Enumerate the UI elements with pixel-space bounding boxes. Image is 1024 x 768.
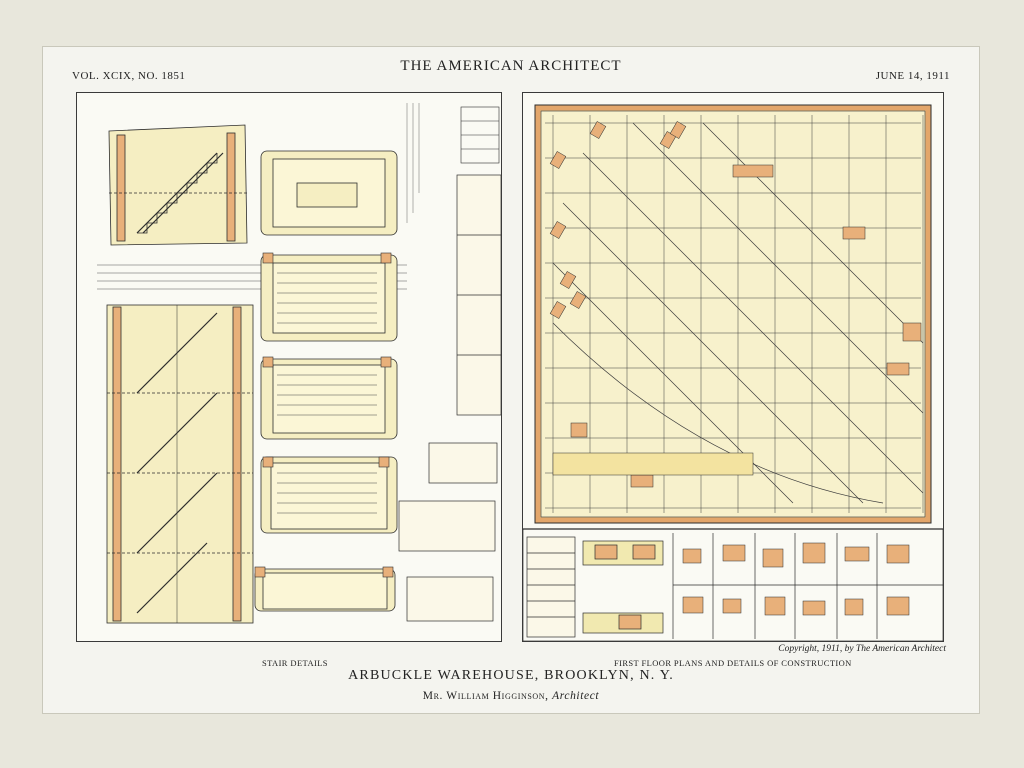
lower-stair-section bbox=[106, 304, 254, 624]
notes-table bbox=[460, 106, 500, 164]
floor-plan-caption: FIRST FLOOR PLANS AND DETAILS OF CONSTRU… bbox=[614, 658, 852, 668]
stair-details-caption: STAIR DETAILS bbox=[262, 658, 328, 668]
journal-title: THE AMERICAN ARCHITECT bbox=[400, 58, 622, 74]
architect-role: Architect bbox=[552, 690, 600, 702]
volume-label: VOL. XCIX, NO. 1851 bbox=[72, 70, 186, 82]
architect-name: Mr. William Higginson, bbox=[422, 690, 549, 702]
issue-date: JUNE 14, 1911 bbox=[875, 70, 950, 82]
floor-plan-illustration bbox=[523, 104, 943, 641]
architect-credit: Mr. William Higginson, Architect bbox=[42, 690, 980, 702]
floor-plan-drawing bbox=[522, 92, 944, 642]
stair-details-drawing bbox=[76, 92, 502, 642]
building-title: ARBUCKLE WAREHOUSE, BROOKLYN, N. Y. bbox=[348, 668, 674, 683]
stair-construction-details bbox=[398, 174, 501, 622]
print-sheet: VOL. XCIX, NO. 1851 THE AMERICAN ARCHITE… bbox=[42, 46, 980, 714]
column-grid bbox=[545, 115, 924, 513]
stair-plans bbox=[254, 150, 398, 612]
upper-stair-section bbox=[108, 124, 248, 246]
stair-details-illustration bbox=[97, 103, 501, 624]
copyright-notice: Copyright, 1911, by The American Archite… bbox=[778, 644, 946, 654]
